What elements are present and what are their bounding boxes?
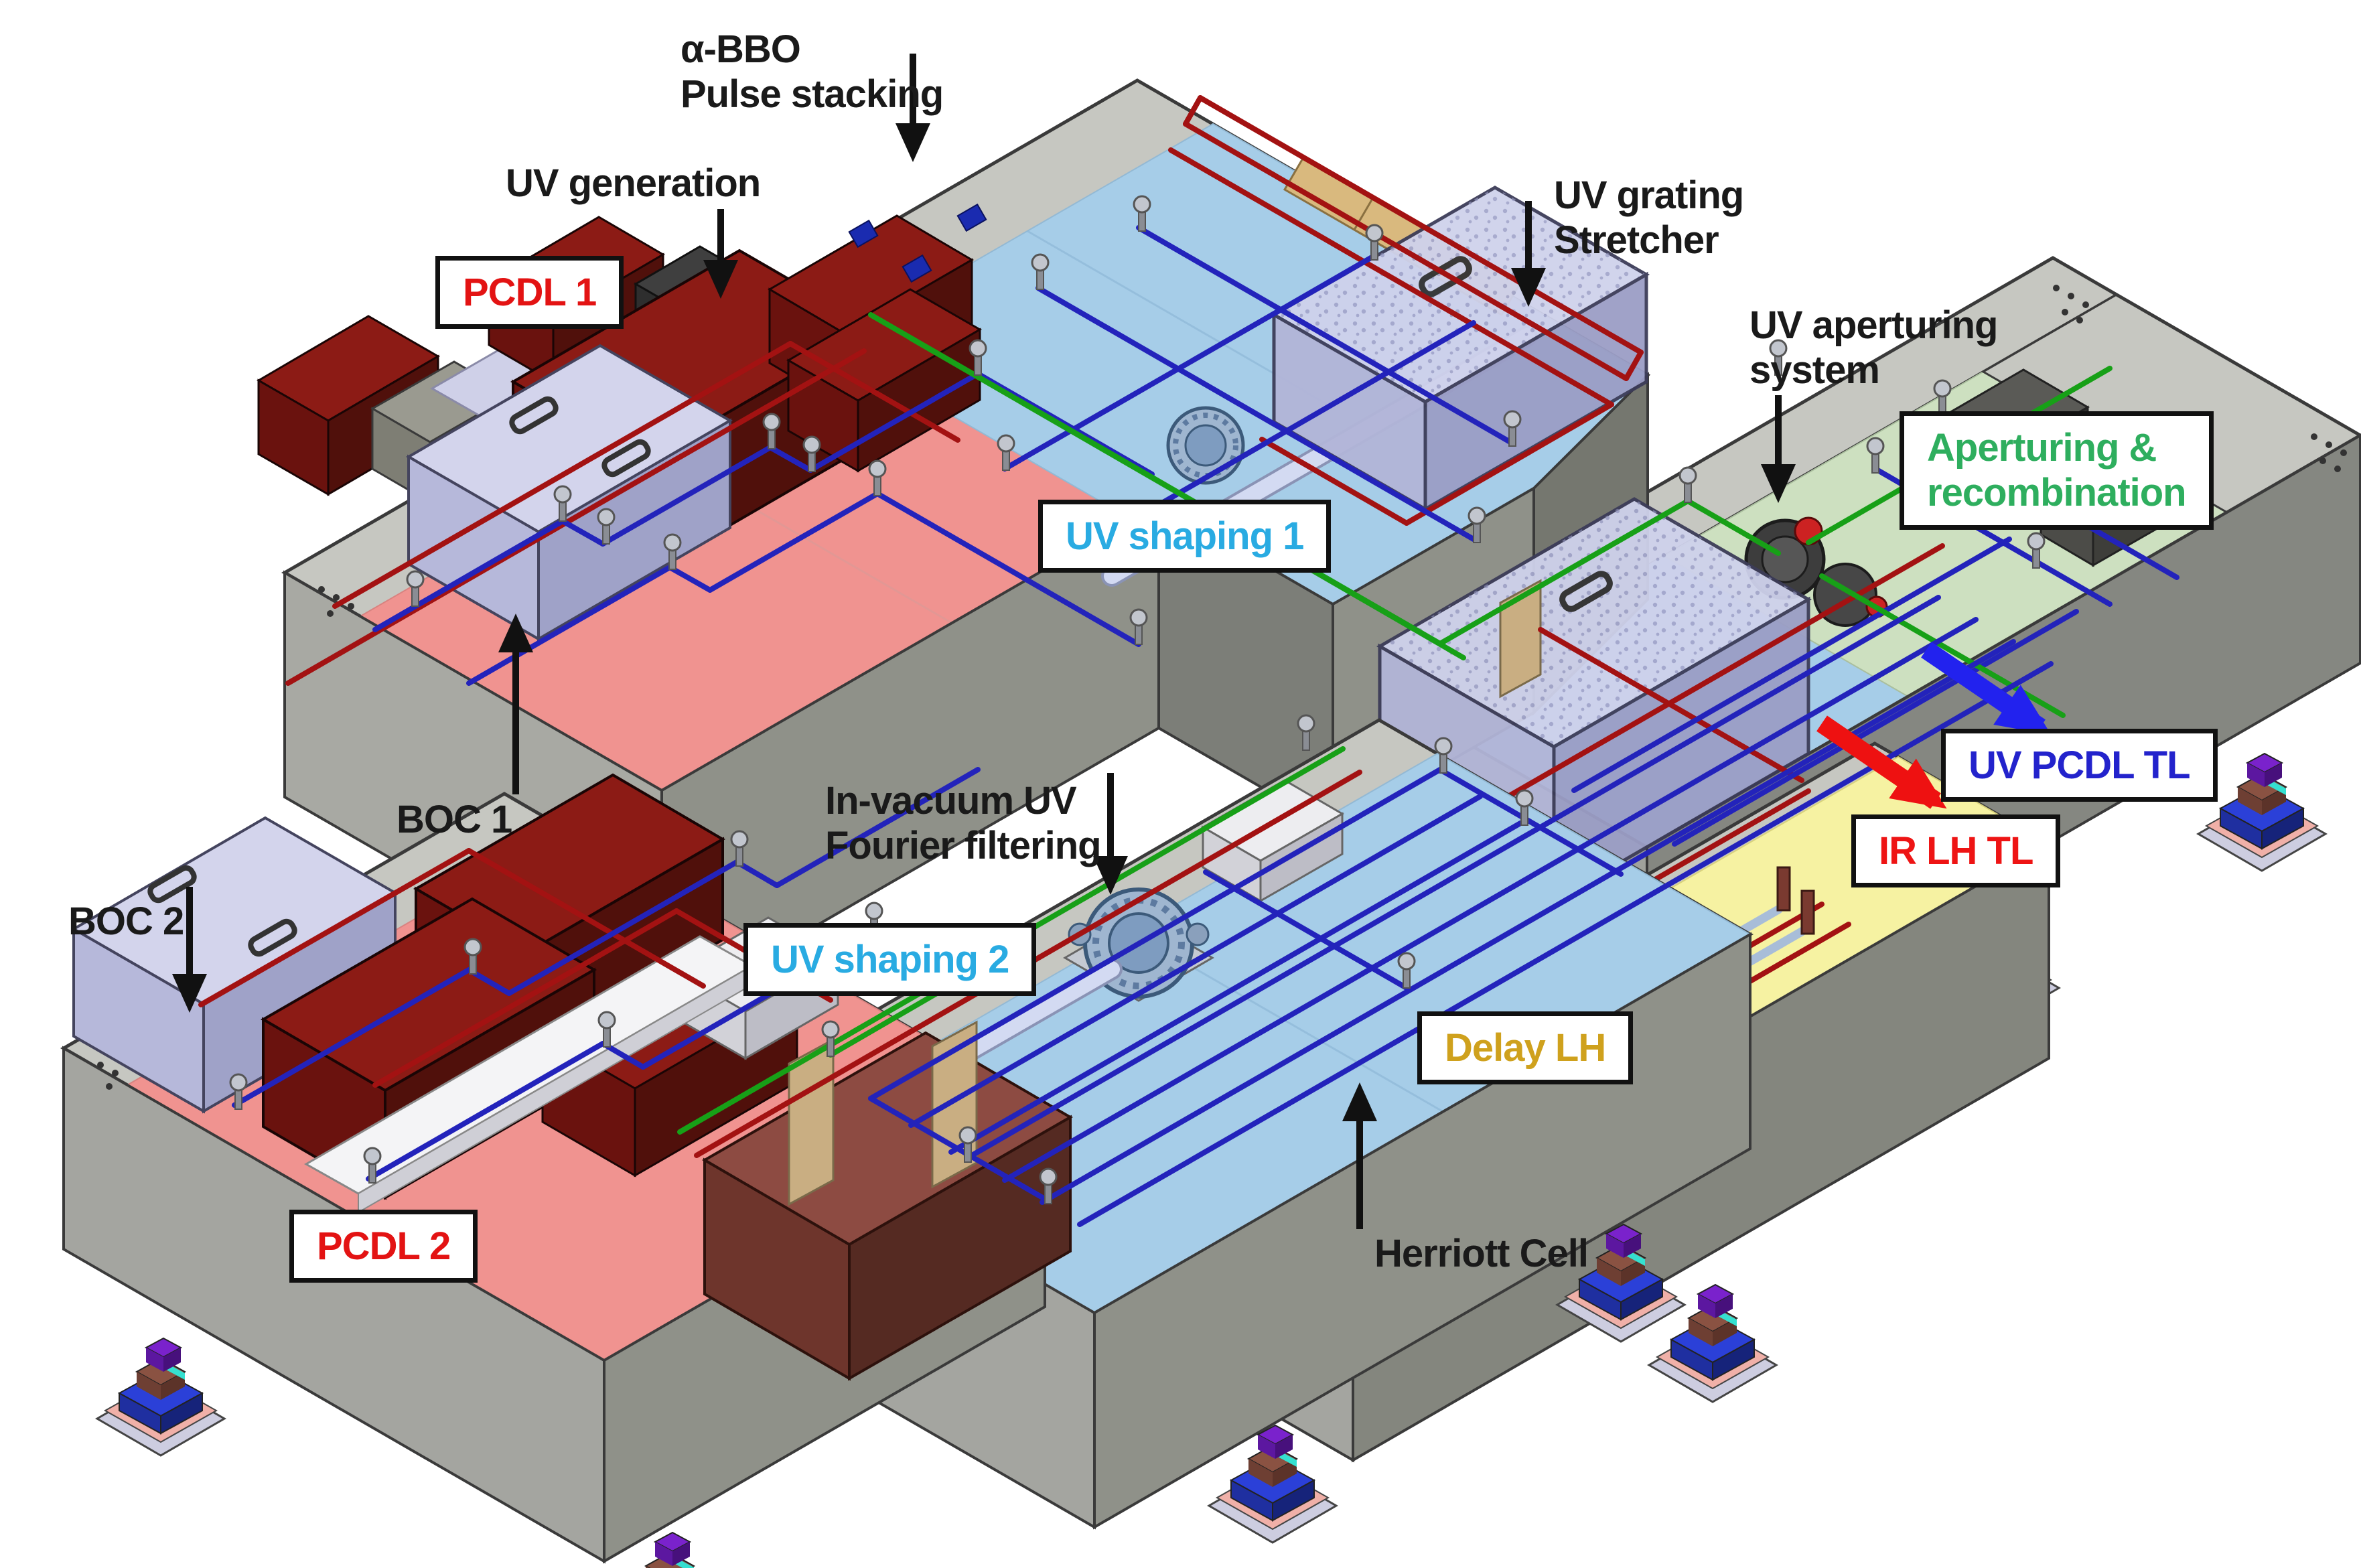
label-alpha-bbo: α-BBO Pulse stacking <box>681 27 944 117</box>
label-pcdl-1: PCDL 1 <box>435 256 624 330</box>
arrow-ir-lh-tl <box>1816 715 1947 809</box>
handle <box>1559 571 1613 612</box>
label-ir-lh-tl: IR LH TL <box>1851 814 2061 888</box>
corner-dots <box>318 586 354 617</box>
arrow-uv-pcdl-tl <box>1921 642 2052 735</box>
annotation-arrows <box>172 54 1796 1229</box>
pulse-stacking-optics <box>848 203 987 283</box>
label-uv-aperturing-system: UV aperturing system <box>1749 303 1998 393</box>
boc1-enclosure <box>406 344 733 642</box>
label-herriott-cell: Herriott Cell <box>1374 1232 1589 1275</box>
tan-plate <box>1499 579 1542 699</box>
label-uv-grating-stretcher: UV grating Stretcher <box>1554 173 1744 263</box>
label-pcdl-2: PCDL 2 <box>289 1210 478 1283</box>
isolator-foot <box>2197 752 2327 872</box>
small-vacuum-chamber <box>1166 406 1245 485</box>
label-uv-shaping-2: UV shaping 2 <box>743 923 1037 997</box>
handle <box>509 396 559 435</box>
label-boc-1: BOC 1 <box>397 798 512 841</box>
transport-arrows <box>1816 642 2052 809</box>
label-uv-pcdl-tl: UV PCDL TL <box>1941 729 2218 802</box>
corner-dots <box>97 1062 119 1090</box>
handle <box>601 439 651 478</box>
label-uv-generation: UV generation <box>506 161 761 205</box>
label-delay-lh: Delay LH <box>1417 1011 1634 1085</box>
isolator-foot <box>96 1337 226 1457</box>
corner-dots <box>2053 285 2347 472</box>
beams-upper <box>285 95 2179 847</box>
ir-beams <box>285 95 1945 800</box>
uv-grating-stretcher-enclosure <box>1270 186 1650 512</box>
uv-beams <box>372 225 2179 847</box>
label-uv-shaping-1: UV shaping 1 <box>1038 500 1332 573</box>
label-aperturing-recombination: Aperturing & recombination <box>1900 411 2214 530</box>
label-in-vacuum-fourier: In-vacuum UV Fourier filtering <box>825 779 1102 868</box>
beams-lower <box>198 595 2054 1227</box>
label-boc-2: BOC 2 <box>68 900 184 943</box>
